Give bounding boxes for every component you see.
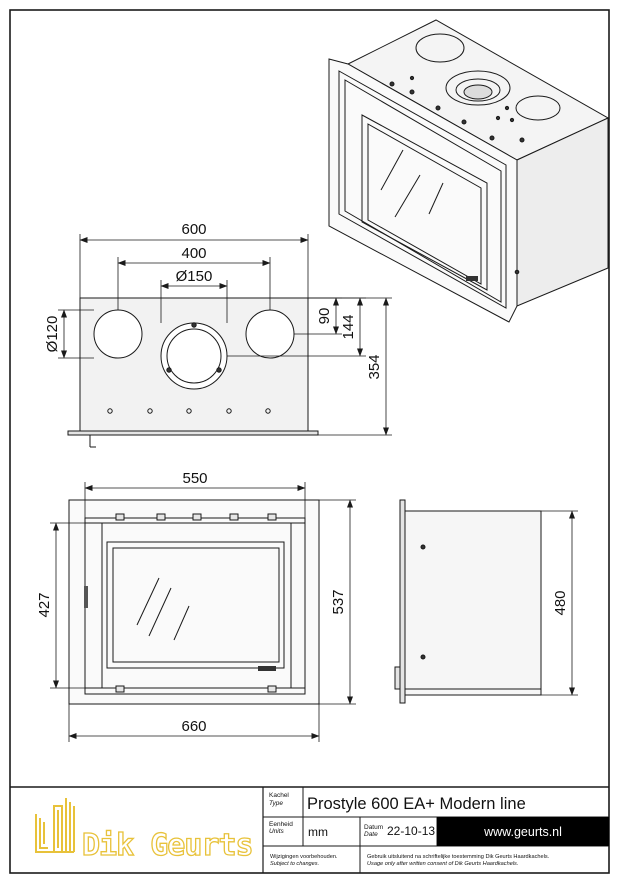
date-value: 22-10-13: [387, 824, 435, 838]
logo-text: Dik Geurts: [82, 828, 253, 863]
dim-center-diameter: Ø150: [176, 268, 213, 285]
front-view-dimensions: [50, 482, 356, 742]
title-block: [10, 786, 609, 873]
dim-side-height: 480: [552, 590, 569, 615]
dim-offset-small: 90: [316, 308, 333, 325]
dik-geurts-logo: [35, 798, 75, 853]
dim-outer-width: 660: [181, 718, 206, 735]
product-name: Prostyle 600 EA+ Modern line: [307, 795, 526, 813]
front-view: [68, 499, 320, 705]
copyright-note-en: Usage only after written consent of Dik …: [367, 861, 518, 867]
dim-offset-medium: 144: [340, 314, 357, 339]
dim-inner-height: 427: [36, 592, 53, 617]
copyright-note: Gebruik uitsluitend na schriftelijke toe…: [367, 854, 550, 860]
dim-inner-width: 550: [182, 470, 207, 487]
side-view-dimensions: [541, 510, 578, 696]
type-label: Kachel: [269, 792, 289, 799]
side-view: [394, 499, 542, 704]
dim-outer-height: 537: [330, 589, 347, 614]
dim-side-diameter: Ø120: [44, 316, 61, 353]
sheet-border: [9, 9, 610, 874]
website-link[interactable]: www.geurts.nl: [483, 825, 562, 839]
right-flue-hole: [245, 309, 295, 359]
top-view: [67, 297, 319, 448]
top-view-dimensions: [58, 234, 392, 436]
dim-hole-spacing: 400: [181, 245, 206, 262]
units-label: Eenheid: [269, 821, 293, 828]
change-note: Wijzigingen voorbehouden.: [270, 854, 338, 860]
type-label-en: Type: [269, 800, 283, 807]
units-label-en: Units: [269, 828, 285, 835]
website-box: [437, 817, 609, 846]
isometric-view: [328, 19, 610, 323]
dim-depth: 354: [366, 354, 383, 379]
left-flue-hole: [93, 309, 143, 359]
change-note-en: Subject to changes.: [270, 861, 319, 867]
date-label-en: Date: [364, 831, 378, 838]
units-value: mm: [308, 825, 328, 839]
date-label: Datum: [364, 824, 383, 831]
dim-width-top: 600: [181, 221, 206, 238]
